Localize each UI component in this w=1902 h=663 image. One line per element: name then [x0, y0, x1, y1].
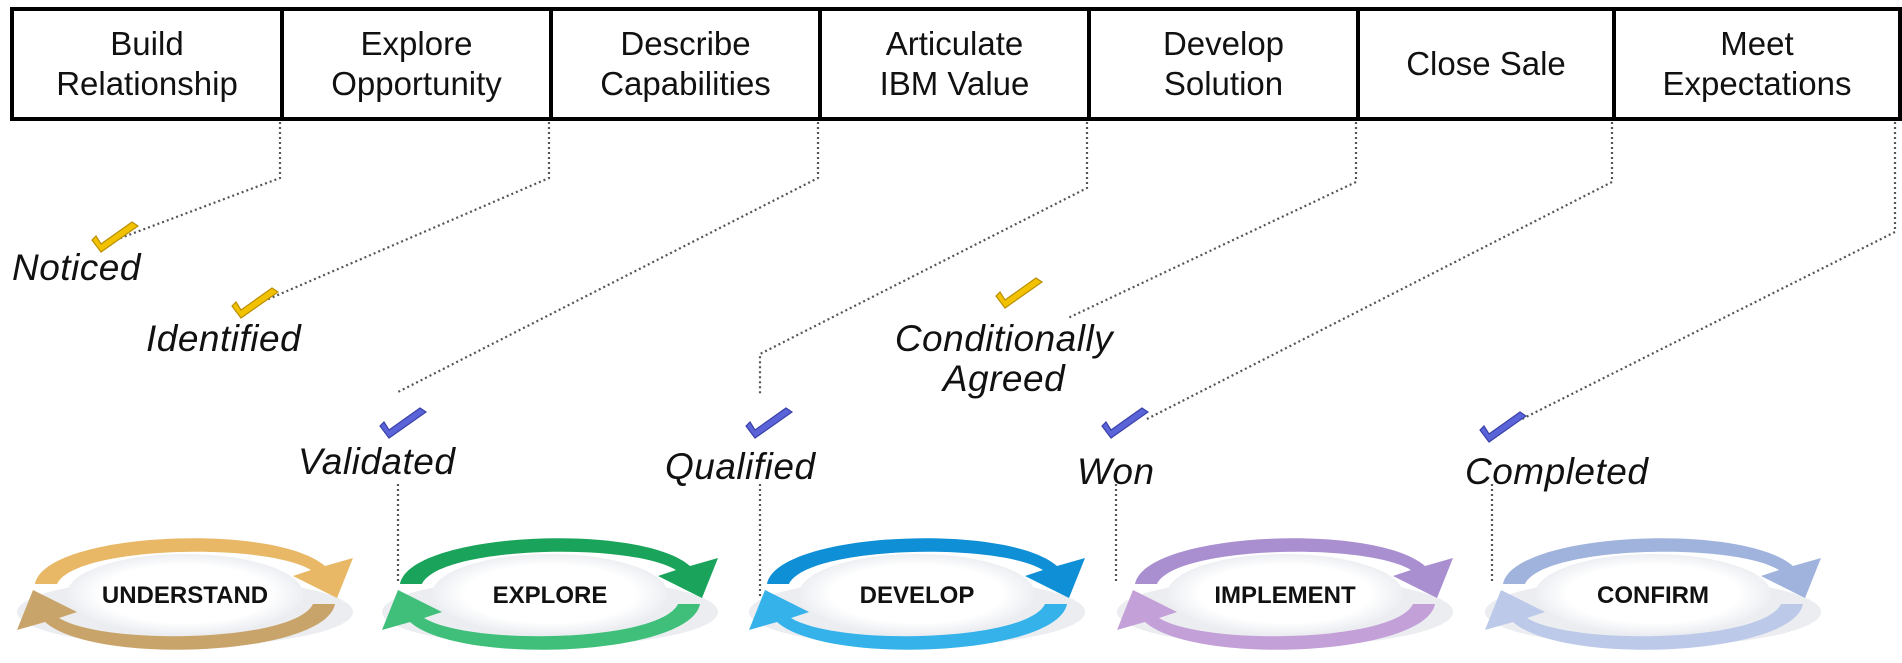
milestone-noticed: Noticed: [12, 247, 141, 288]
phase-label: DEVELOP: [860, 582, 975, 609]
cycle-arrow-upper: [767, 538, 1085, 598]
blue-check-icon: [379, 407, 428, 439]
connector-line: [1144, 122, 1614, 421]
yellow-check-icon: [231, 287, 280, 319]
step-describe-capabilities: Describe Capabilities: [553, 11, 822, 117]
blue-check-icon: [1101, 407, 1150, 439]
connector-line: [1067, 122, 1358, 319]
milestone-identified: Identified: [146, 318, 302, 359]
blue-check-icon: [1479, 411, 1528, 443]
cycle-arrow-upper: [1503, 538, 1821, 598]
phase-explore: EXPLORE: [382, 538, 718, 650]
yellow-check-icon: [995, 277, 1044, 309]
sales-steps-row: Build Relationship Explore Opportunity D…: [10, 7, 1902, 121]
phase-label: IMPLEMENT: [1214, 582, 1356, 609]
phase-confirm: CONFIRM: [1485, 538, 1821, 650]
cycle-arrow-upper: [1135, 538, 1453, 598]
phase-understand: UNDERSTAND: [17, 538, 353, 650]
cycle-arrow-lower: [749, 590, 1067, 650]
phase-label: EXPLORE: [493, 582, 608, 609]
connector-line: [109, 122, 282, 244]
connector-line: [249, 122, 551, 309]
step-build-relationship: Build Relationship: [14, 11, 284, 117]
cycle-arrow-lower: [382, 590, 700, 650]
cycle-arrow-upper: [400, 538, 718, 598]
cycle-arrow-lower: [1485, 590, 1803, 650]
connector-line: [1519, 122, 1897, 421]
phase-label: UNDERSTAND: [102, 582, 268, 609]
milestone-validated: Validated: [298, 441, 456, 482]
milestone-conditionally-agreed: Conditionally Agreed: [894, 318, 1114, 399]
phase-develop: DEVELOP: [749, 538, 1085, 650]
cycle-arrow-upper: [35, 538, 353, 598]
connector-line: [397, 122, 820, 393]
blue-check-icon: [745, 407, 794, 439]
step-close-sale: Close Sale: [1360, 11, 1616, 117]
cycle-arrow-lower: [17, 590, 335, 650]
milestone-completed: Completed: [1465, 451, 1649, 492]
phase-label: CONFIRM: [1597, 582, 1709, 609]
step-explore-opportunity: Explore Opportunity: [284, 11, 553, 117]
step-develop-solution: Develop Solution: [1091, 11, 1360, 117]
yellow-check-icon: [91, 221, 140, 253]
cycle-arrow-lower: [1117, 590, 1435, 650]
milestone-qualified: Qualified: [665, 446, 816, 487]
step-meet-expectations: Meet Expectations: [1662, 25, 1852, 102]
milestone-won: Won: [1077, 451, 1155, 492]
phase-implement: IMPLEMENT: [1117, 538, 1453, 650]
step-articulate-ibm-value: Articulate IBM Value: [822, 11, 1091, 117]
